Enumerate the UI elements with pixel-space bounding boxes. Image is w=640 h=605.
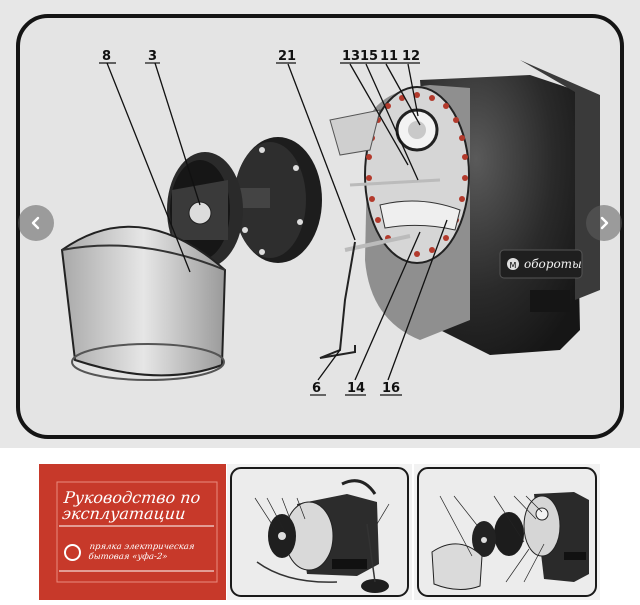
device-label-marker: M	[510, 261, 517, 270]
cross-flyer	[167, 152, 243, 268]
wire-lever	[319, 241, 356, 359]
callout-6: 6	[312, 381, 321, 396]
drive-disc	[230, 137, 322, 263]
callout-16: 16	[382, 381, 400, 396]
cover-title-line2: эксплуатации	[61, 504, 187, 523]
callout-3: 3	[148, 49, 157, 64]
callout-11: 11	[380, 49, 398, 64]
callout-13: 13	[342, 49, 360, 64]
callout-8: 8	[102, 49, 111, 64]
thumbnail-diagram-1[interactable]	[227, 464, 412, 600]
thumbnail-cover[interactable]: Руководство по эксплуатации прялка элект…	[39, 464, 226, 600]
cover-subtitle: прялка электрическая бытовая «уфа-2»	[88, 542, 212, 562]
thumbnail-strip: Руководство по эксплуатации прялка элект…	[0, 448, 640, 605]
cover-logo-icon	[64, 544, 81, 561]
thumbnail-diagram-1-art	[227, 464, 412, 600]
device-speed-label: обороты	[524, 257, 582, 271]
image-gallery: M обороты	[0, 0, 640, 448]
callout-14: 14	[347, 381, 365, 396]
spinning-wheel-device: M обороты	[329, 60, 600, 355]
callout-21: 21	[278, 49, 296, 64]
collection-bowl	[60, 225, 227, 381]
cover-artwork	[39, 464, 226, 600]
chevron-left-icon	[31, 216, 40, 230]
callout-15: 15	[360, 49, 378, 64]
chevron-right-icon	[600, 216, 609, 230]
main-photo: M обороты	[16, 14, 624, 439]
callout-12: 12	[402, 49, 420, 64]
thumbnail-diagram-2-art	[414, 464, 600, 600]
next-image-button[interactable]	[586, 205, 622, 241]
thumbnail-diagram-2[interactable]	[414, 464, 600, 600]
previous-image-button[interactable]	[18, 205, 54, 241]
cover-subtitle-line1: прялка электрическая	[89, 542, 195, 552]
cover-title: Руководство по эксплуатации	[61, 488, 218, 523]
cover-subtitle-line2: бытовая «уфа-2»	[87, 552, 168, 562]
